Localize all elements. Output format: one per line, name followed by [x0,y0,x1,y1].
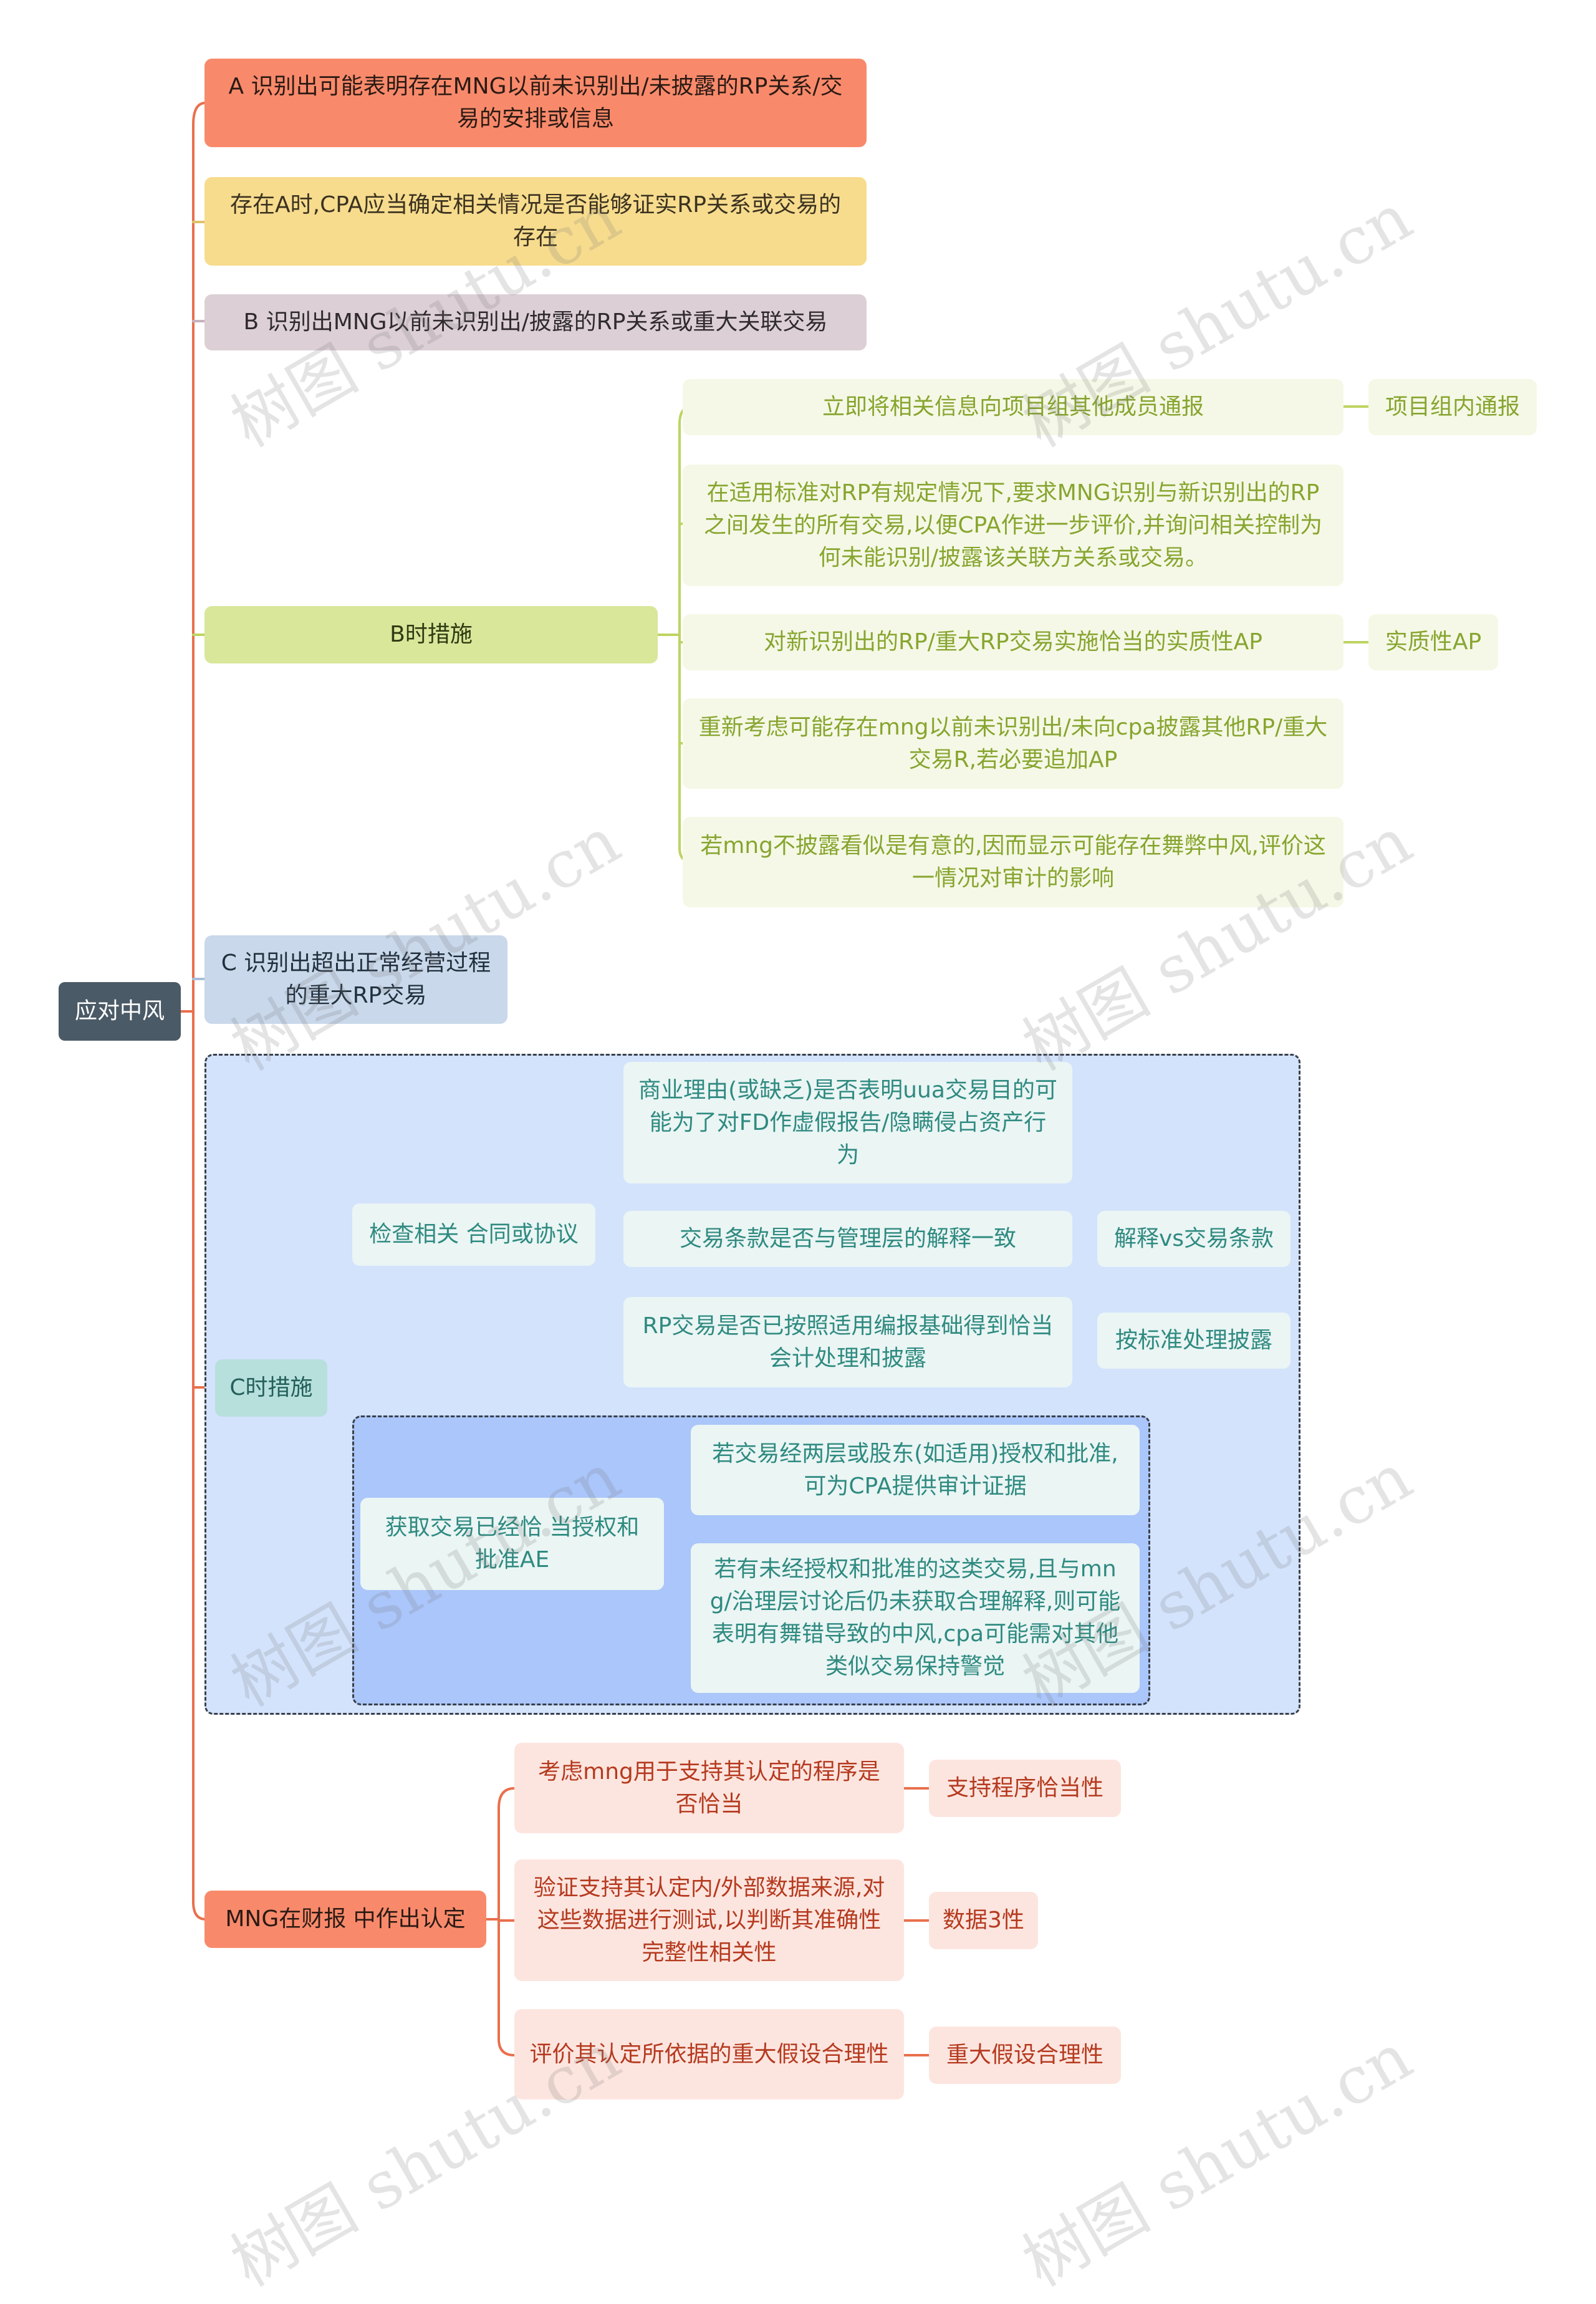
branch-b[interactable]: B 识别出MNG以前未识别出/披露的RP关系或重大关联交易 [204,294,867,350]
c-check-accounting-tag[interactable]: 按标准处理披露 [1097,1313,1291,1369]
mng-item-procedure[interactable]: 考虑mng用于支持其认定的程序是否恰当 [514,1743,904,1833]
b-item-substantive[interactable]: 对新识别出的RP/重大RP交易实施恰当的实质性AP [683,614,1344,670]
branch-c[interactable]: C 识别出超出正常经营过程的重大RP交易 [204,935,507,1024]
b-item-reconsider[interactable]: 重新考虑可能存在mng以前未识别出/未向cpa披露其他RP/重大交易R,若必要追… [683,698,1344,789]
b-item-notify-tag[interactable]: 项目组内通报 [1368,379,1537,435]
mng-item-assumption[interactable]: 评价其认定所依据的重大假设合理性 [514,2009,904,2099]
mng-item-data-tag[interactable]: 数据3性 [929,1892,1038,1949]
c-auth-approval[interactable]: 获取交易已经恰 当授权和批准AE [360,1498,664,1590]
b-item-identify[interactable]: 在适用标准对RP有规定情况下,要求MNG识别与新识别出的RP之间发生的所有交易,… [683,465,1344,586]
mng-item-data[interactable]: 验证支持其认定内/外部数据来源,对这些数据进行测试,以判断其准确性完整性相关性 [514,1859,904,1981]
c-check-business-reason[interactable]: 商业理由(或缺乏)是否表明uua交易目的可能为了对FD作虚假报告/隐瞒侵占资产行… [623,1062,1072,1183]
b-item-substantive-tag[interactable]: 实质性AP [1368,614,1498,670]
c-auth-item-unapproved[interactable]: 若有未经授权和批准的这类交易,且与mng/治理层讨论后仍未获取合理解释,则可能表… [691,1543,1140,1693]
c-check-terms-tag[interactable]: 解释vs交易条款 [1097,1211,1291,1267]
branch-a-note[interactable]: 存在A时,CPA应当确定相关情况是否能够证实RP关系或交易的存在 [204,177,867,266]
c-check-contracts[interactable]: 检查相关 合同或协议 [352,1203,595,1266]
c-measures[interactable]: C时措施 [215,1359,327,1417]
mng-item-procedure-tag[interactable]: 支持程序恰当性 [929,1760,1121,1817]
b-item-notify[interactable]: 立即将相关信息向项目组其他成员通报 [683,379,1344,435]
c-auth-item-approved[interactable]: 若交易经两层或股东(如适用)授权和批准,可为CPA提供审计证据 [691,1425,1140,1515]
branch-a[interactable]: A 识别出可能表明存在MNG以前未识别出/未披露的RP关系/交易的安排或信息 [204,59,867,147]
branch-mng[interactable]: MNG在财报 中作出认定 [204,1891,486,1948]
mng-item-assumption-tag[interactable]: 重大假设合理性 [929,2027,1121,2084]
branch-b-measures[interactable]: B时措施 [204,606,658,663]
root-node[interactable]: 应对中风 [59,982,181,1041]
c-check-accounting[interactable]: RP交易是否已按照适用编报基础得到恰当会计处理和披露 [623,1297,1072,1387]
b-item-fraud[interactable]: 若mng不披露看似是有意的,因而显示可能存在舞弊中风,评价这一情况对审计的影响 [683,817,1344,907]
c-check-terms[interactable]: 交易条款是否与管理层的解释一致 [623,1211,1072,1267]
mind-map: 应对中风 A 识别出可能表明存在MNG以前未识别出/未披露的RP关系/交易的安排… [59,59,1537,2301]
